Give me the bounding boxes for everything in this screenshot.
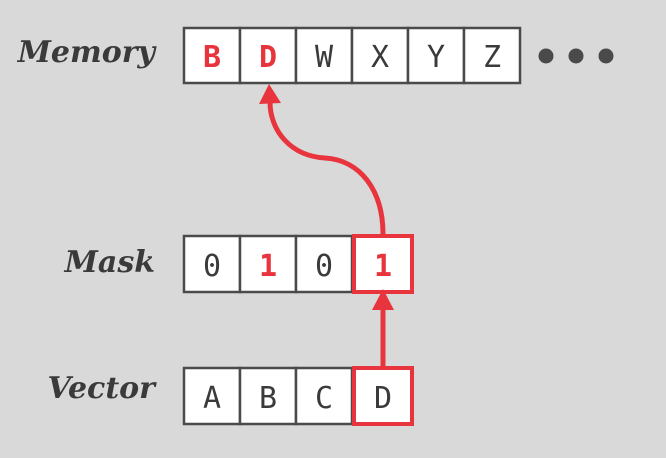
vector-cell-text-1: B [259,381,277,416]
mask-row: 0 1 0 1 [182,234,414,294]
mask-cell-text-3: 1 [374,249,392,284]
memory-cell-text-0: B [203,40,221,75]
mask-cell-box-0 [182,234,242,294]
memory-cell-box-1 [238,26,298,85]
mask-to-memory-arrow [259,84,386,237]
mask-cell-text-1: 1 [259,249,277,284]
vector-row-label: Vector [47,371,157,406]
memory-cell-text-1: D [259,40,277,75]
vector-cell-text-3: D [374,381,392,416]
mask-cell: 1 [352,234,414,294]
memory-cell-text-3: X [371,40,389,75]
vector-cell: A [182,366,242,426]
memory-cell-box-4 [406,26,466,85]
memory-cell: D [238,26,298,85]
memory-cell-text-2: W [315,40,334,75]
memory-cell-box-0 [182,26,242,85]
vector-cell-text-0: A [203,381,221,416]
memory-row-label: Memory [17,35,158,70]
ellipsis-icon [538,48,614,64]
mask-cell-text-2: 0 [315,249,333,284]
vector-to-mask-arrow [372,289,394,369]
memory-cell: B [182,26,242,85]
memory-cell-text-4: Y [427,40,445,75]
vector-cell-box-1 [238,366,298,426]
vector-cell: D [352,366,414,426]
vector-cell: C [294,366,354,426]
mask-cell: 0 [182,234,242,294]
memory-cell-box-2 [294,26,354,85]
memory-cell: Z [462,26,522,85]
mask-cell: 1 [238,234,298,294]
mask-cell-text-0: 0 [203,249,221,284]
memory-cell: Y [406,26,466,85]
memory-cell-box-5 [462,26,522,85]
mask-row-label: Mask [64,245,155,280]
memory-cell-text-5: Z [483,40,501,75]
vector-row: A B C D [182,366,414,426]
mask-cell-box-1 [238,234,298,294]
memory-cell: X [350,26,410,85]
mask-cell-box-2 [294,234,354,294]
memory-row: B D W X Y Z [182,26,614,85]
memory-cell: W [294,26,354,85]
vector-cell-box-2 [294,366,354,426]
vector-cell: B [238,366,298,426]
vector-cell-text-2: C [315,381,333,416]
mask-cell: 0 [294,234,354,294]
